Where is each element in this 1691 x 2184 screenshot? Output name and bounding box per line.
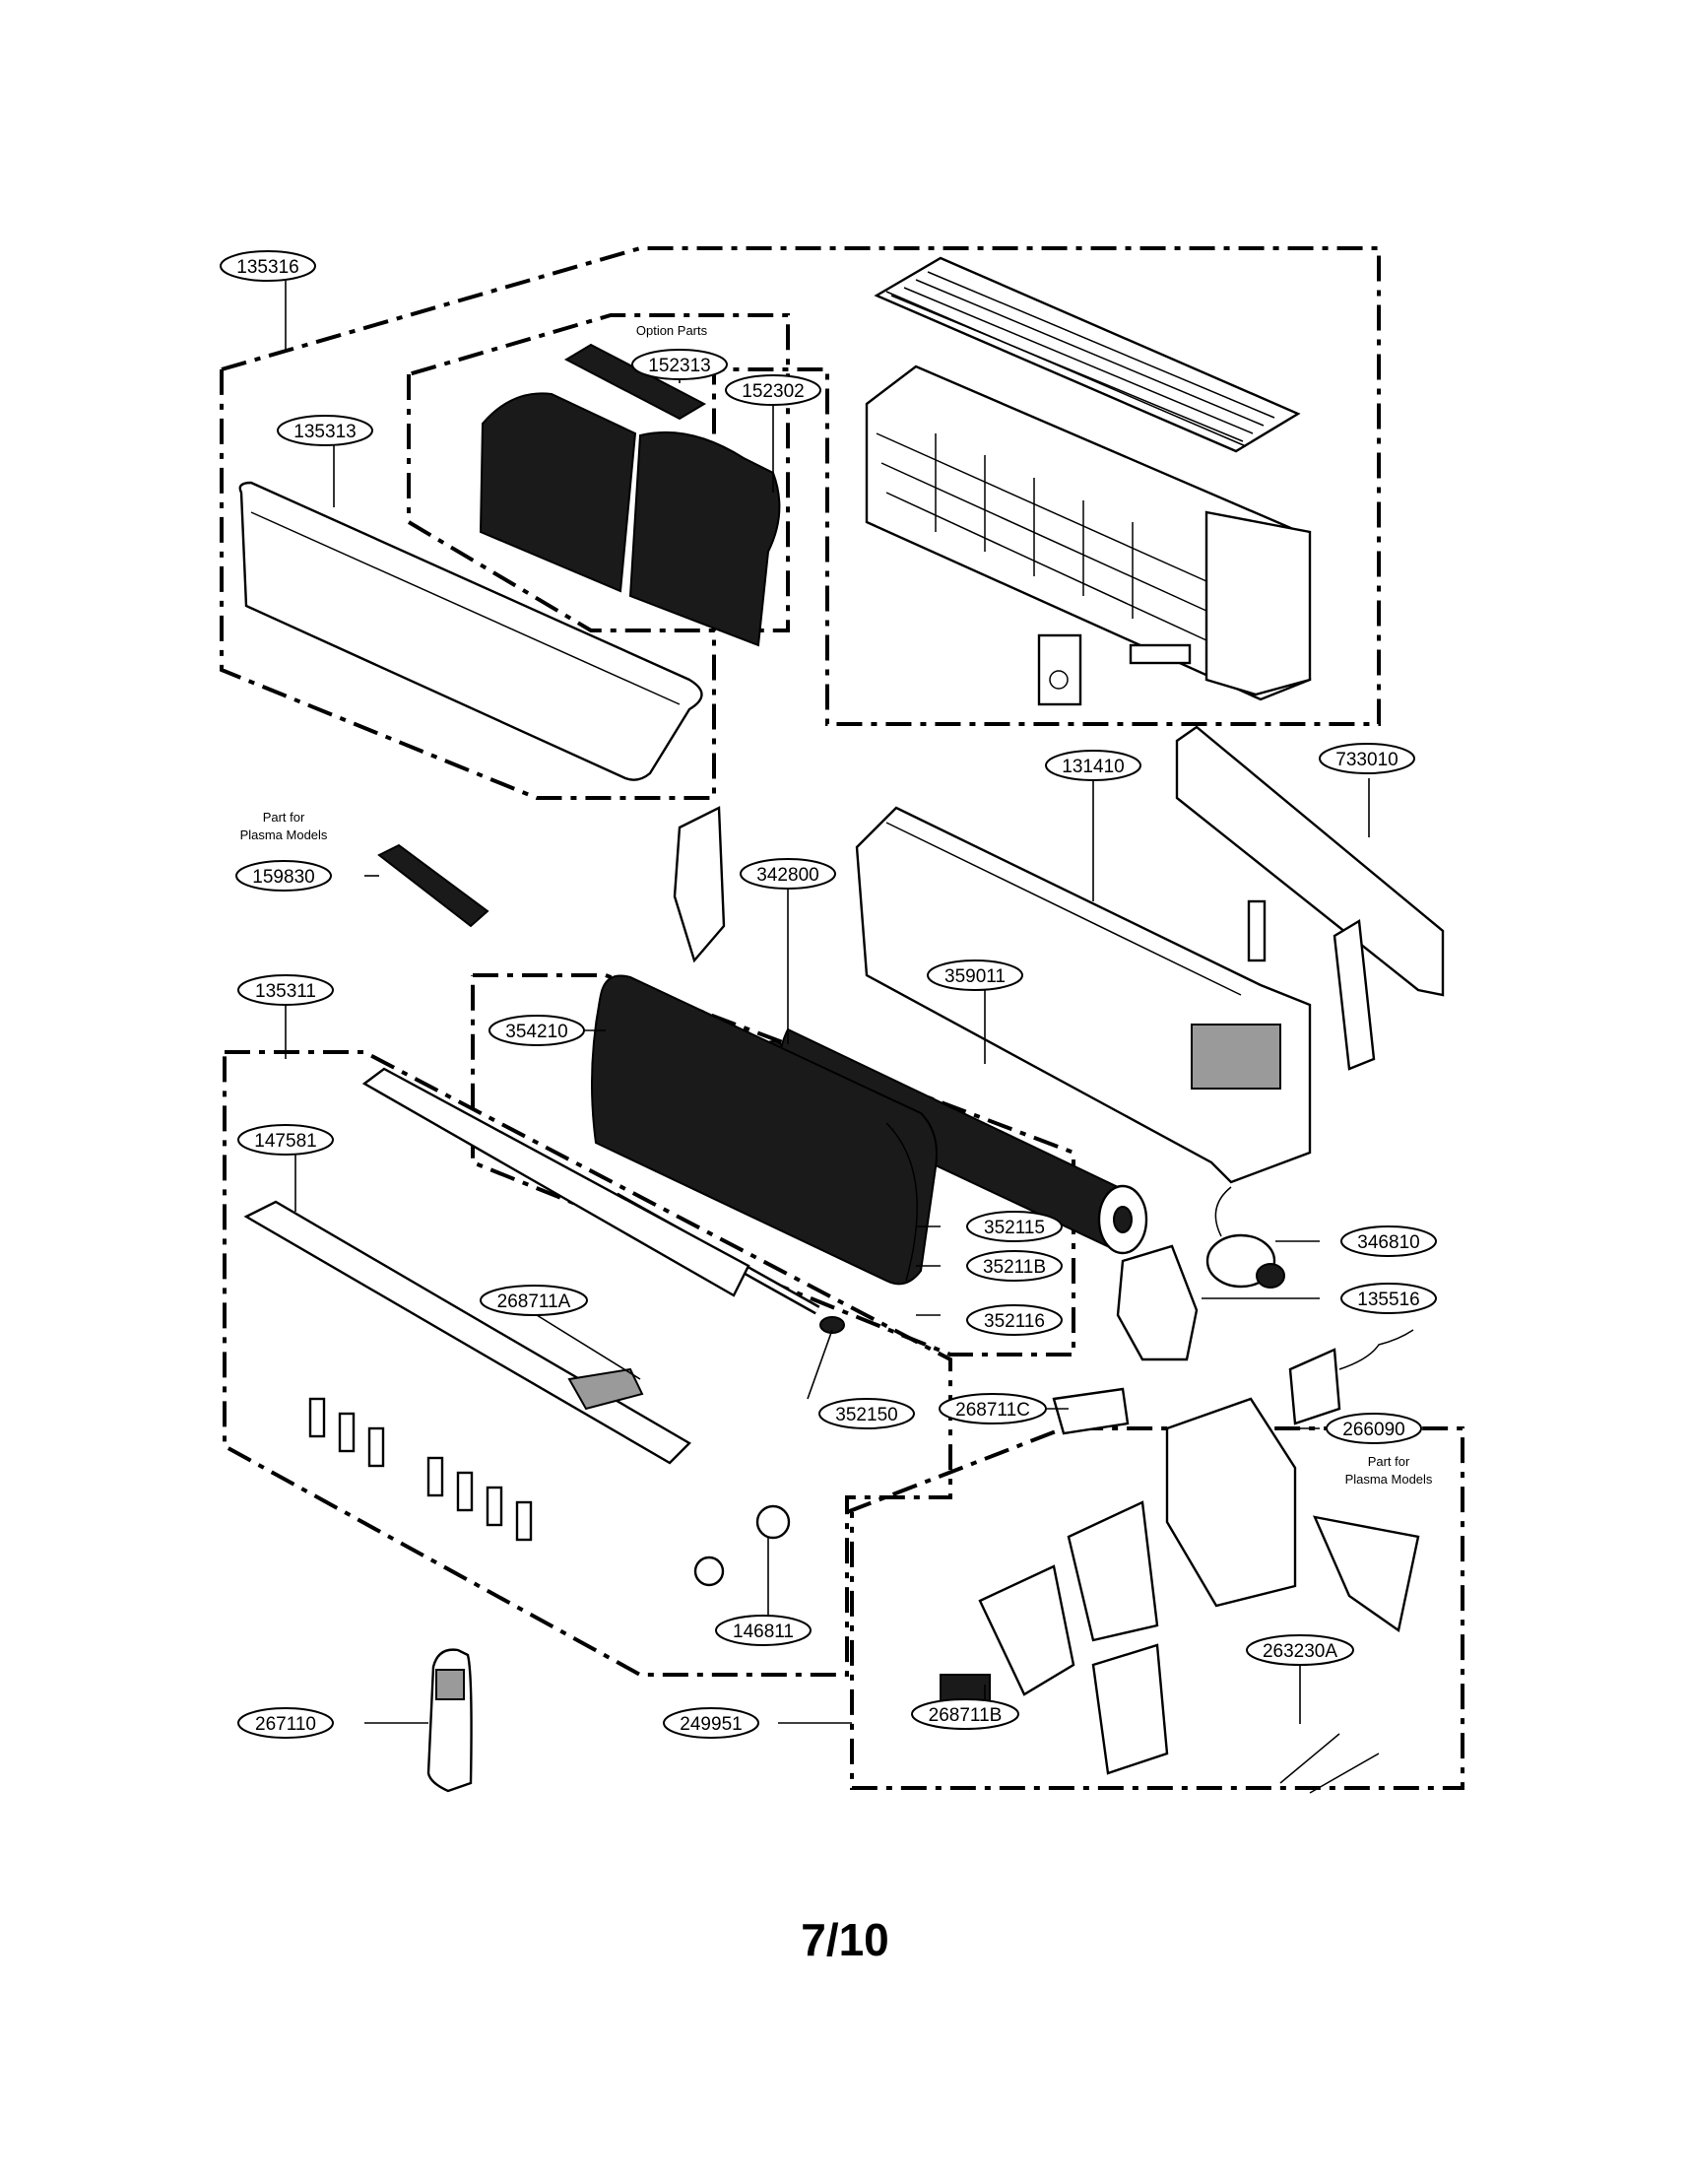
group-boundary-control-box	[846, 1426, 1464, 1790]
callout-135316: 135316	[220, 250, 316, 282]
step-motor	[693, 1504, 791, 1587]
group-boundary-evaporator	[471, 973, 1075, 1357]
option-parts-note: Option Parts	[636, 323, 708, 338]
plasma-filter	[377, 843, 489, 928]
callout-35211B: 35211B	[966, 1250, 1063, 1282]
svg-text:249951: 249951	[680, 1714, 742, 1735]
callout-159830: 159830	[235, 860, 332, 892]
svg-text:268711C: 268711C	[955, 1400, 1030, 1421]
svg-text:346810: 346810	[1357, 1232, 1419, 1253]
page-number: 7/10	[801, 1914, 889, 1965]
svg-text:159830: 159830	[252, 867, 314, 888]
callout-152302: 152302	[725, 374, 821, 406]
callout-131410: 131410	[1045, 750, 1141, 781]
svg-text:131410: 131410	[1062, 757, 1124, 777]
svg-text:342800: 342800	[756, 865, 818, 886]
svg-text:135516: 135516	[1357, 1290, 1419, 1310]
svg-text:146811: 146811	[733, 1621, 794, 1642]
svg-text:152313: 152313	[648, 356, 710, 376]
callout-268711C: 268711C	[939, 1393, 1047, 1424]
svg-text:354210: 354210	[505, 1022, 567, 1042]
callout-146811: 146811	[715, 1615, 812, 1646]
callout-352150: 352150	[818, 1398, 915, 1429]
svg-text:152302: 152302	[742, 381, 804, 402]
louver-assembly	[243, 1067, 750, 1542]
group-boundary-front-panel	[220, 246, 1381, 800]
callout-268711A: 268711A	[480, 1285, 588, 1316]
svg-text:352115: 352115	[984, 1218, 1045, 1238]
group-boundary-filters	[407, 313, 790, 632]
svg-text:268711B: 268711B	[929, 1705, 1003, 1726]
callout-733010: 733010	[1319, 743, 1415, 774]
plasma-note-b-line2: Plasma Models	[1345, 1472, 1433, 1487]
callout-266090: 266090	[1326, 1413, 1422, 1444]
svg-text:352116: 352116	[984, 1311, 1045, 1332]
callout-352116: 352116	[966, 1304, 1063, 1336]
svg-text:147581: 147581	[254, 1131, 316, 1152]
svg-text:352150: 352150	[835, 1405, 897, 1425]
air-filters	[479, 343, 781, 647]
evaporator-coil	[591, 974, 938, 1286]
svg-text:263230A: 263230A	[1263, 1641, 1337, 1662]
callout-135516: 135516	[1340, 1283, 1437, 1314]
top-grille	[874, 256, 1301, 453]
left-bracket	[673, 806, 726, 963]
cross-flow-fan	[778, 1027, 1148, 1255]
callout-249951: 249951	[663, 1707, 759, 1739]
callout-268711B: 268711B	[911, 1698, 1019, 1730]
callout-359011: 359011	[927, 960, 1023, 991]
control-box-parts	[940, 1329, 1420, 1794]
callout-352115: 352115	[966, 1211, 1063, 1242]
callout-263230A: 263230A	[1246, 1634, 1354, 1666]
svg-text:267110: 267110	[255, 1714, 316, 1735]
callout-147581: 147581	[237, 1124, 334, 1156]
svg-text:135316: 135316	[236, 257, 298, 278]
back-frame	[855, 806, 1312, 1184]
front-panel	[238, 481, 703, 781]
leader-lines	[285, 281, 1370, 1724]
plasma-note-a-line2: Plasma Models	[240, 827, 328, 842]
svg-text:266090: 266090	[1342, 1420, 1404, 1440]
svg-text:35211B: 35211B	[983, 1257, 1046, 1278]
svg-text:359011: 359011	[944, 966, 1006, 987]
callout-135311: 135311	[237, 974, 334, 1006]
motor-cover	[1116, 1244, 1199, 1361]
remote-control	[426, 1648, 473, 1793]
fan-motor	[1205, 1186, 1285, 1289]
callout-342800: 342800	[740, 858, 836, 890]
callout-152313: 152313	[631, 349, 728, 380]
callout-135313: 135313	[277, 415, 373, 446]
group-boundary-louver	[223, 1050, 952, 1677]
callout-354210: 354210	[488, 1015, 585, 1046]
svg-text:268711A: 268711A	[497, 1291, 571, 1312]
wall-mount-plate	[1175, 725, 1445, 1071]
plasma-note-b-line1: Part for	[1368, 1454, 1410, 1469]
plasma-note-a-line1: Part for	[263, 810, 305, 825]
main-chassis	[865, 364, 1312, 706]
svg-text:135313: 135313	[293, 422, 356, 442]
callout-346810: 346810	[1340, 1225, 1437, 1257]
callout-267110: 267110	[237, 1707, 334, 1739]
svg-text:135311: 135311	[255, 981, 316, 1002]
svg-text:733010: 733010	[1335, 750, 1398, 770]
